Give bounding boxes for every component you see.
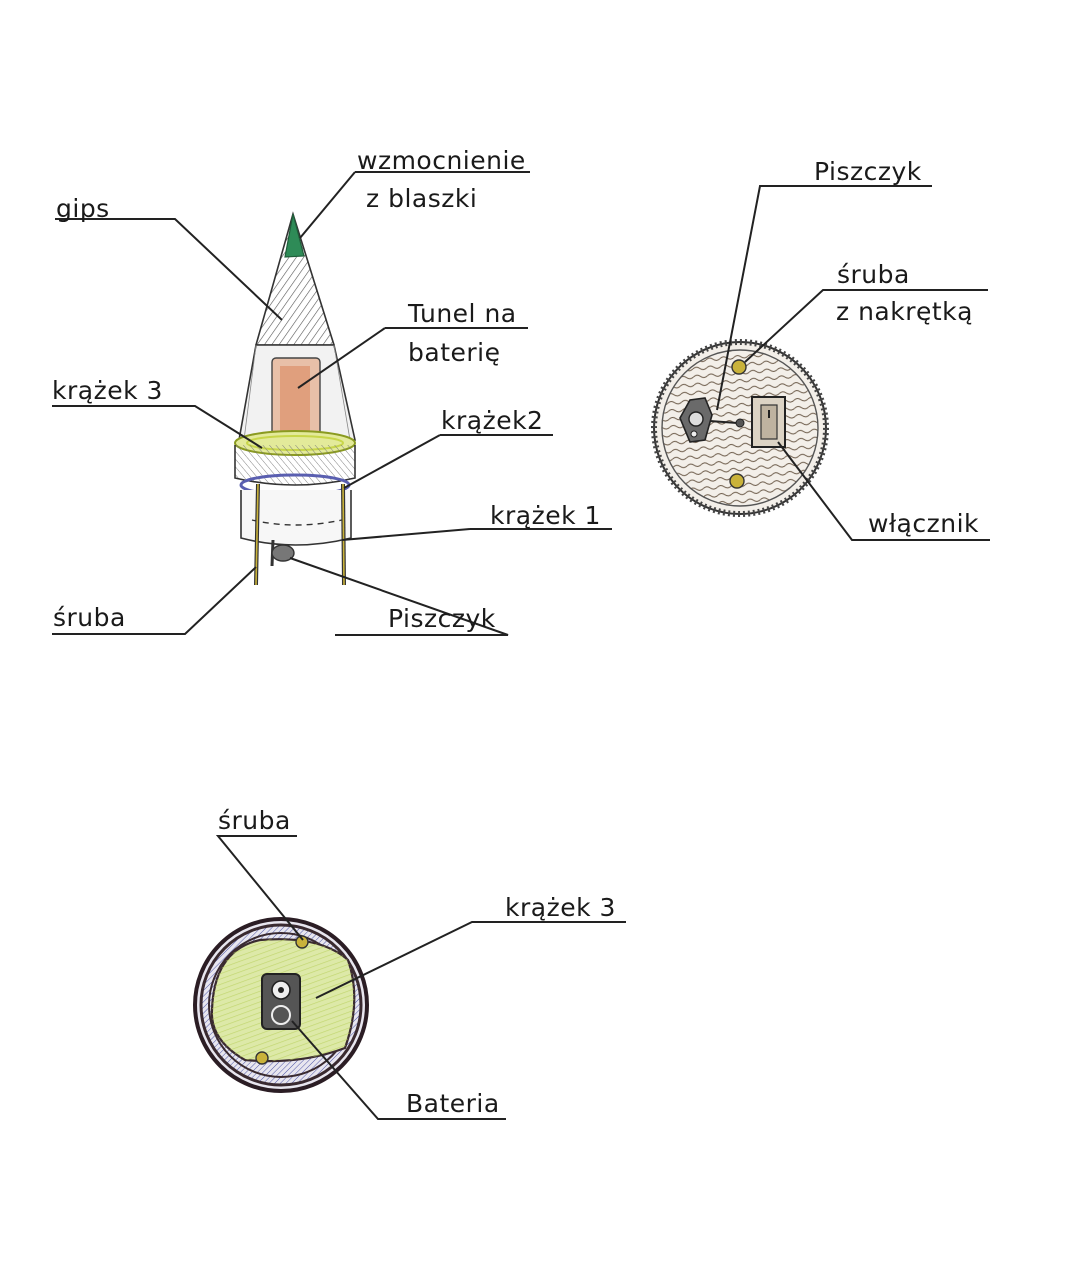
- label-krazek-1: krążek 1: [490, 501, 601, 530]
- bottom-view-disc: [651, 339, 829, 517]
- side-view-leaders: [52, 171, 612, 636]
- label-z-blaszki: z blaszki: [366, 184, 478, 213]
- label-krazek-3: krążek 3: [52, 376, 163, 405]
- disc-1: [251, 519, 343, 526]
- buzzer: [271, 544, 295, 562]
- top-screw-1: [295, 935, 309, 949]
- label-bottom-sruba: śruba: [837, 260, 910, 289]
- label-bottom-piszczyk: Piszczyk: [814, 157, 922, 186]
- side-view-rocket: [234, 211, 356, 586]
- top-view-disc: [193, 917, 369, 1093]
- label-krazek-2: krążek2: [441, 406, 544, 435]
- label-wzmocnienie: wzmocnienie: [357, 146, 526, 175]
- label-baterie: baterię: [408, 338, 501, 367]
- label-top-bateria: Bateria: [406, 1089, 500, 1118]
- bottom-view-leaders: [716, 185, 990, 541]
- label-piszczyk: Piszczyk: [388, 604, 496, 633]
- label-bottom-z-nakretka: z nakrętką: [836, 297, 973, 326]
- nut-bottom: [729, 473, 745, 489]
- label-top-krazek-3: krążek 3: [505, 893, 616, 922]
- tip-reinforcement: [284, 213, 305, 258]
- label-tunel-na: Tunel na: [408, 299, 517, 328]
- nut-top: [731, 359, 747, 375]
- label-top-sruba: śruba: [218, 806, 291, 835]
- top-screw-2: [255, 1051, 269, 1065]
- label-bottom-wlacznik: włącznik: [868, 509, 980, 538]
- label-sruba: śruba: [53, 603, 126, 632]
- label-gips: gips: [56, 194, 110, 223]
- top-view-leaders: [215, 835, 626, 1120]
